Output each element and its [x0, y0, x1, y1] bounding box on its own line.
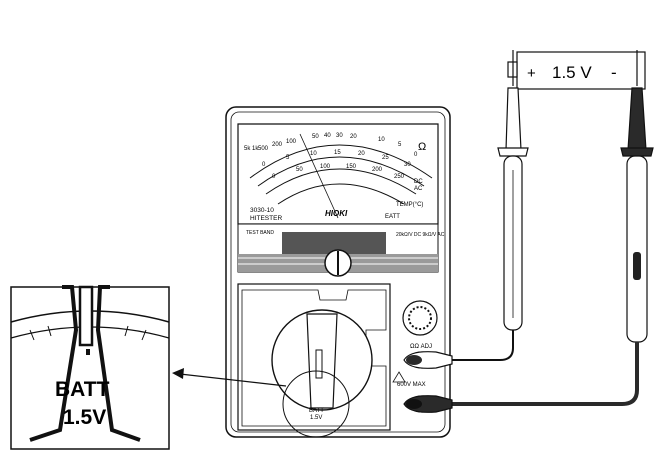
scale-dark-block — [282, 232, 386, 254]
scale-arc-4 — [277, 183, 405, 205]
black-clip-jaw — [406, 399, 422, 409]
scale-tick-label: 200 — [372, 167, 383, 173]
scale-arc-2 — [257, 156, 425, 187]
scale-tick-label: 25 — [382, 155, 389, 161]
red-lead-wire — [440, 330, 514, 361]
scale-arc-3 — [265, 168, 417, 195]
ohm-adjust-label: ΩΩ ADJ — [410, 344, 432, 350]
scale-tick-label: 100 — [320, 164, 331, 170]
scale-tick-label: 50 — [296, 167, 303, 173]
zoom-arrowhead — [172, 368, 184, 379]
scale-tick-label: 20 — [358, 151, 365, 157]
battery-body — [516, 51, 646, 90]
scale-row3: 0 50 100 150 200 250 — [272, 164, 405, 180]
scale-ac-label: AC — [414, 186, 423, 192]
zoom-inset: BATT 1.5V — [10, 285, 170, 450]
test-band-label: TEST BAND — [246, 230, 274, 236]
battery-minus-label: - — [611, 63, 617, 82]
scale-tick-label: 150 — [346, 164, 357, 170]
scale-tick-label: 0 — [272, 174, 276, 180]
zoom-dot — [86, 349, 90, 355]
scale-tick-label: 200 — [272, 142, 283, 148]
red-probe-guard — [497, 147, 529, 157]
scale-row1: 500 200 100 50 40 30 20 10 5 0 — [258, 133, 418, 158]
battery-voltage-label: 1.5 V — [552, 63, 592, 82]
scale-tick-label: 40 — [324, 133, 331, 139]
meter-model: 3030-10 — [250, 207, 274, 214]
zoom-scale-ticks — [29, 325, 147, 341]
scale-tick-label: 0 — [414, 152, 418, 158]
scale-tick-label: 15 — [334, 150, 341, 156]
dial-batt-label: BATT — [309, 408, 324, 414]
zoom-voltage-label: 1.5V — [63, 406, 106, 429]
battery: + 1.5 V - — [507, 51, 646, 90]
warning-icon — [392, 371, 406, 383]
scale-tick-label: 30 — [336, 133, 343, 139]
meter-needle — [299, 133, 339, 219]
zoom-arrow — [172, 368, 287, 387]
black-probe-guard — [620, 147, 654, 157]
scale-row2: 0 5 10 15 20 25 30 — [262, 150, 411, 168]
zoom-index-mark — [78, 285, 94, 347]
scale-batt-label: EATT — [385, 214, 400, 220]
ohm-adjust-knob[interactable] — [402, 300, 438, 336]
zoom-source-circle — [282, 370, 350, 438]
red-test-probe — [440, 50, 529, 361]
scale-tick-label: 100 — [286, 139, 297, 145]
red-alligator-clip — [403, 351, 453, 369]
black-alligator-clip — [403, 395, 453, 413]
scale-tick-label: 50 — [312, 134, 319, 140]
black-probe-neck — [627, 87, 647, 151]
scale-tick-label: 500 — [258, 146, 269, 152]
dial-index-mark — [315, 349, 323, 379]
scale-tick-label: 10 — [378, 137, 385, 143]
scale-tick-label: 0 — [262, 162, 266, 168]
zoom-batt-label: BATT — [55, 378, 110, 401]
red-clip-jaw — [406, 355, 422, 365]
battery-plus-label: + — [527, 65, 536, 82]
scale-tick-label: 20 — [350, 134, 357, 140]
scale-omega: Ω — [418, 141, 426, 153]
meter-case-inner — [230, 111, 446, 433]
dial-voltage-label: 1.5V — [310, 415, 322, 421]
scale-tick-label: 30 — [404, 162, 411, 168]
meter-brand: HIOKI — [325, 209, 348, 218]
scale-tick-label: 5 — [286, 155, 290, 161]
ohm-adjust-knob-grip — [408, 306, 432, 330]
scale-tick-label: 250 — [394, 174, 405, 180]
scale-tick-label: 10 — [310, 151, 317, 157]
zoom-arrow-line — [179, 373, 287, 387]
red-probe-neck — [505, 87, 522, 151]
scale-arc-1 — [249, 144, 433, 179]
multimeter: 5k 1k Ω 500 200 100 50 40 30 20 10 5 0 0… — [225, 106, 451, 438]
scale-temp-label: TEMP(°C) — [396, 202, 423, 208]
scale-dc-label: DC — [414, 179, 423, 185]
zoom-pointer-left — [29, 285, 79, 442]
black-lead-wire — [440, 342, 639, 406]
black-probe-handle — [626, 155, 648, 343]
volt-note: 20kΩ/V DC 9kΩ/V AC — [396, 232, 445, 238]
meter-model-name: HITESTER — [250, 215, 282, 222]
scale-tick-label: 5 — [398, 142, 402, 148]
selector-panel-outline — [241, 289, 387, 427]
black-probe-grip — [633, 252, 641, 280]
scale-top-left: 5k 1k — [244, 146, 259, 152]
max-voltage-label: 600V MAX — [397, 382, 426, 388]
black-test-probe — [440, 50, 654, 406]
zoom-pointer-right — [95, 285, 141, 442]
